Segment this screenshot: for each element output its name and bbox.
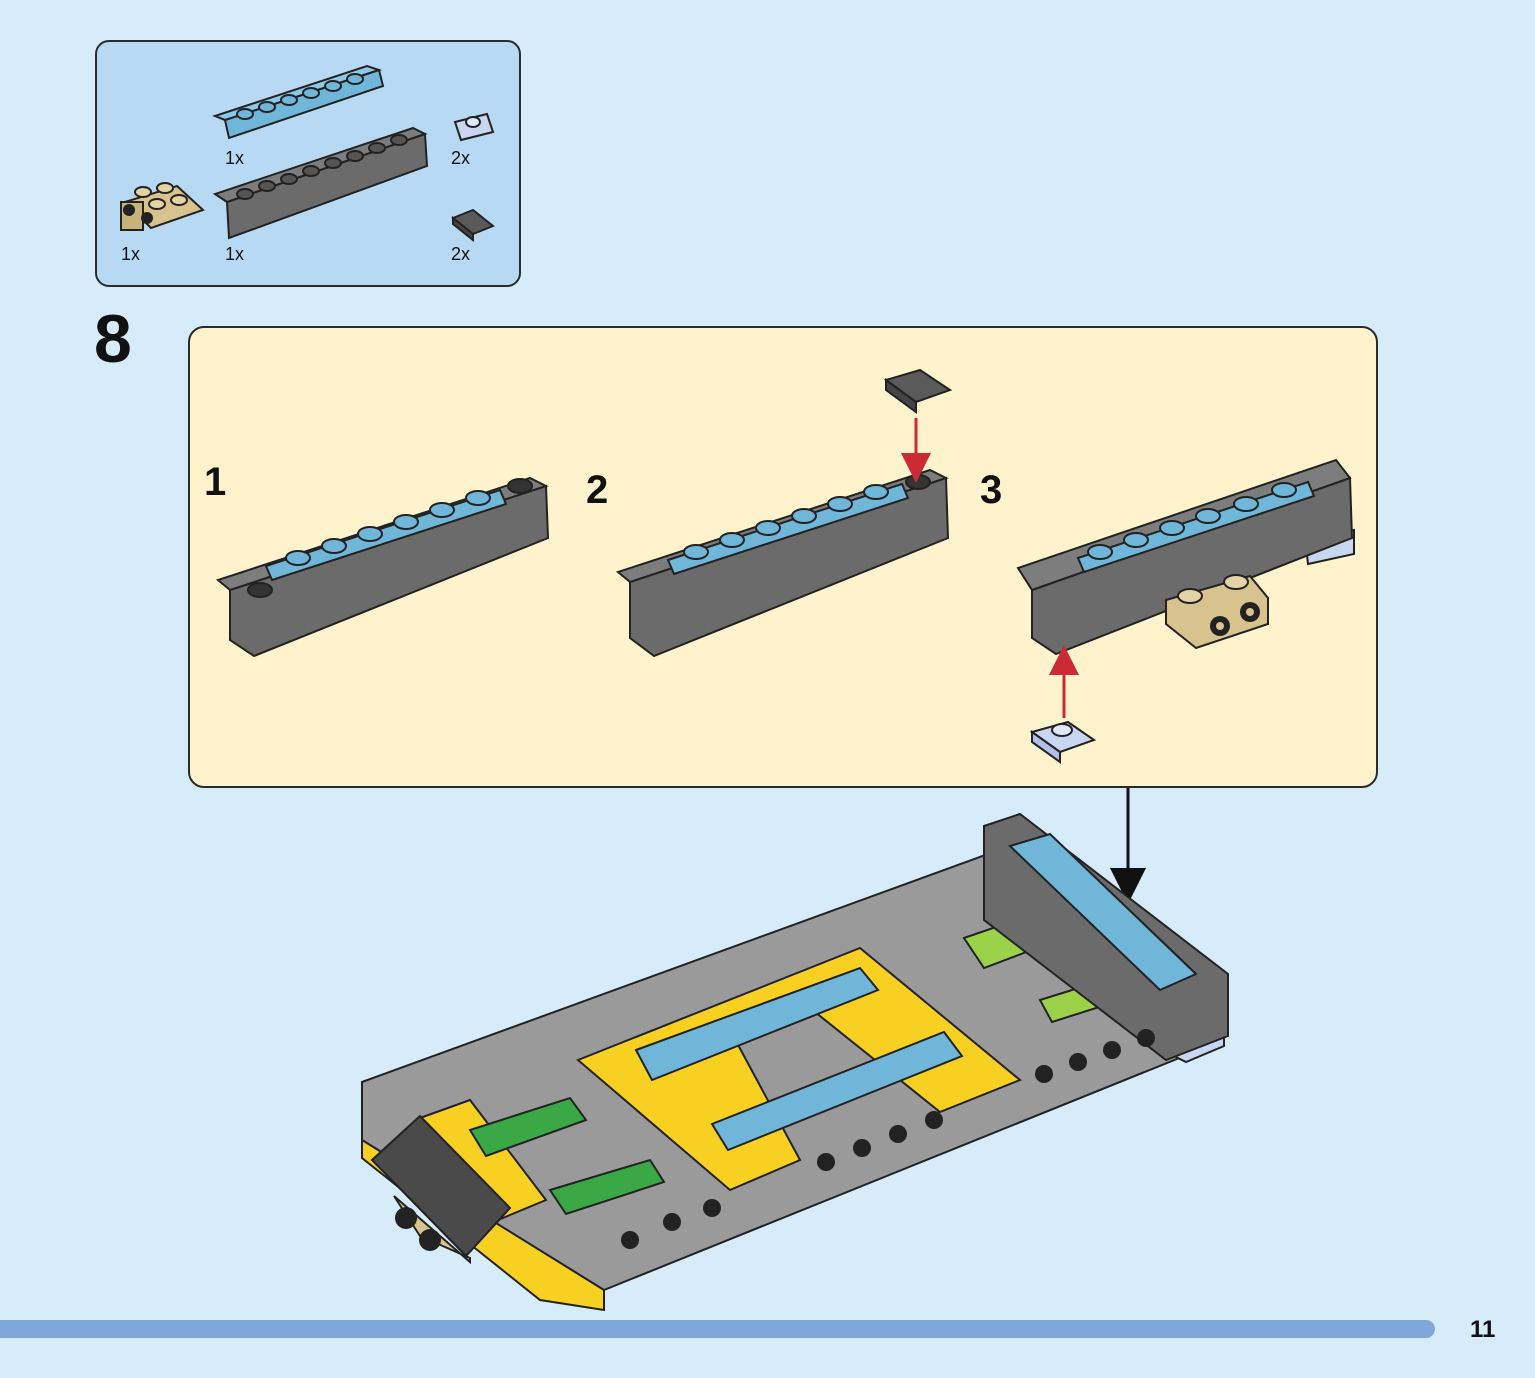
substep-2-number: 2 [586,468,609,512]
substep-1-illustration [215,476,550,658]
footer-bar [0,1320,1435,1338]
substep-1-number: 1 [204,460,227,504]
step-number: 8 [94,301,132,377]
dark-grey-brick-icon [212,126,429,240]
page-number: 11 [1470,1316,1496,1343]
substep-3-illustration [1016,458,1355,764]
qty-dark-grey-brick: 1x [225,244,245,264]
light-blue-tile-icon [453,112,495,142]
front-wedge [370,1114,512,1265]
dark-grey-tile-icon [451,208,495,243]
tan-bracket-icon [120,182,205,231]
parts-list-box: 1x 2x 1x 1x 2x [95,40,521,287]
substep-panel: 1 2 3 [188,326,1378,788]
qty-blue-plate: 1x [225,148,245,168]
substep-2-illustration [615,368,953,658]
rear-bar-assembly [983,812,1229,1064]
qty-light-blue-tile: 2x [451,148,471,168]
blue-plate-icon [212,64,385,140]
substep-3-number: 3 [980,468,1003,512]
side-pins [621,1029,1155,1249]
substep-illustrations [215,368,1355,764]
blue-plates [634,966,964,1152]
qty-dark-grey-tile: 2x [451,244,471,264]
qty-tan-bracket: 1x [121,244,141,264]
parts-illustrations [120,64,495,243]
